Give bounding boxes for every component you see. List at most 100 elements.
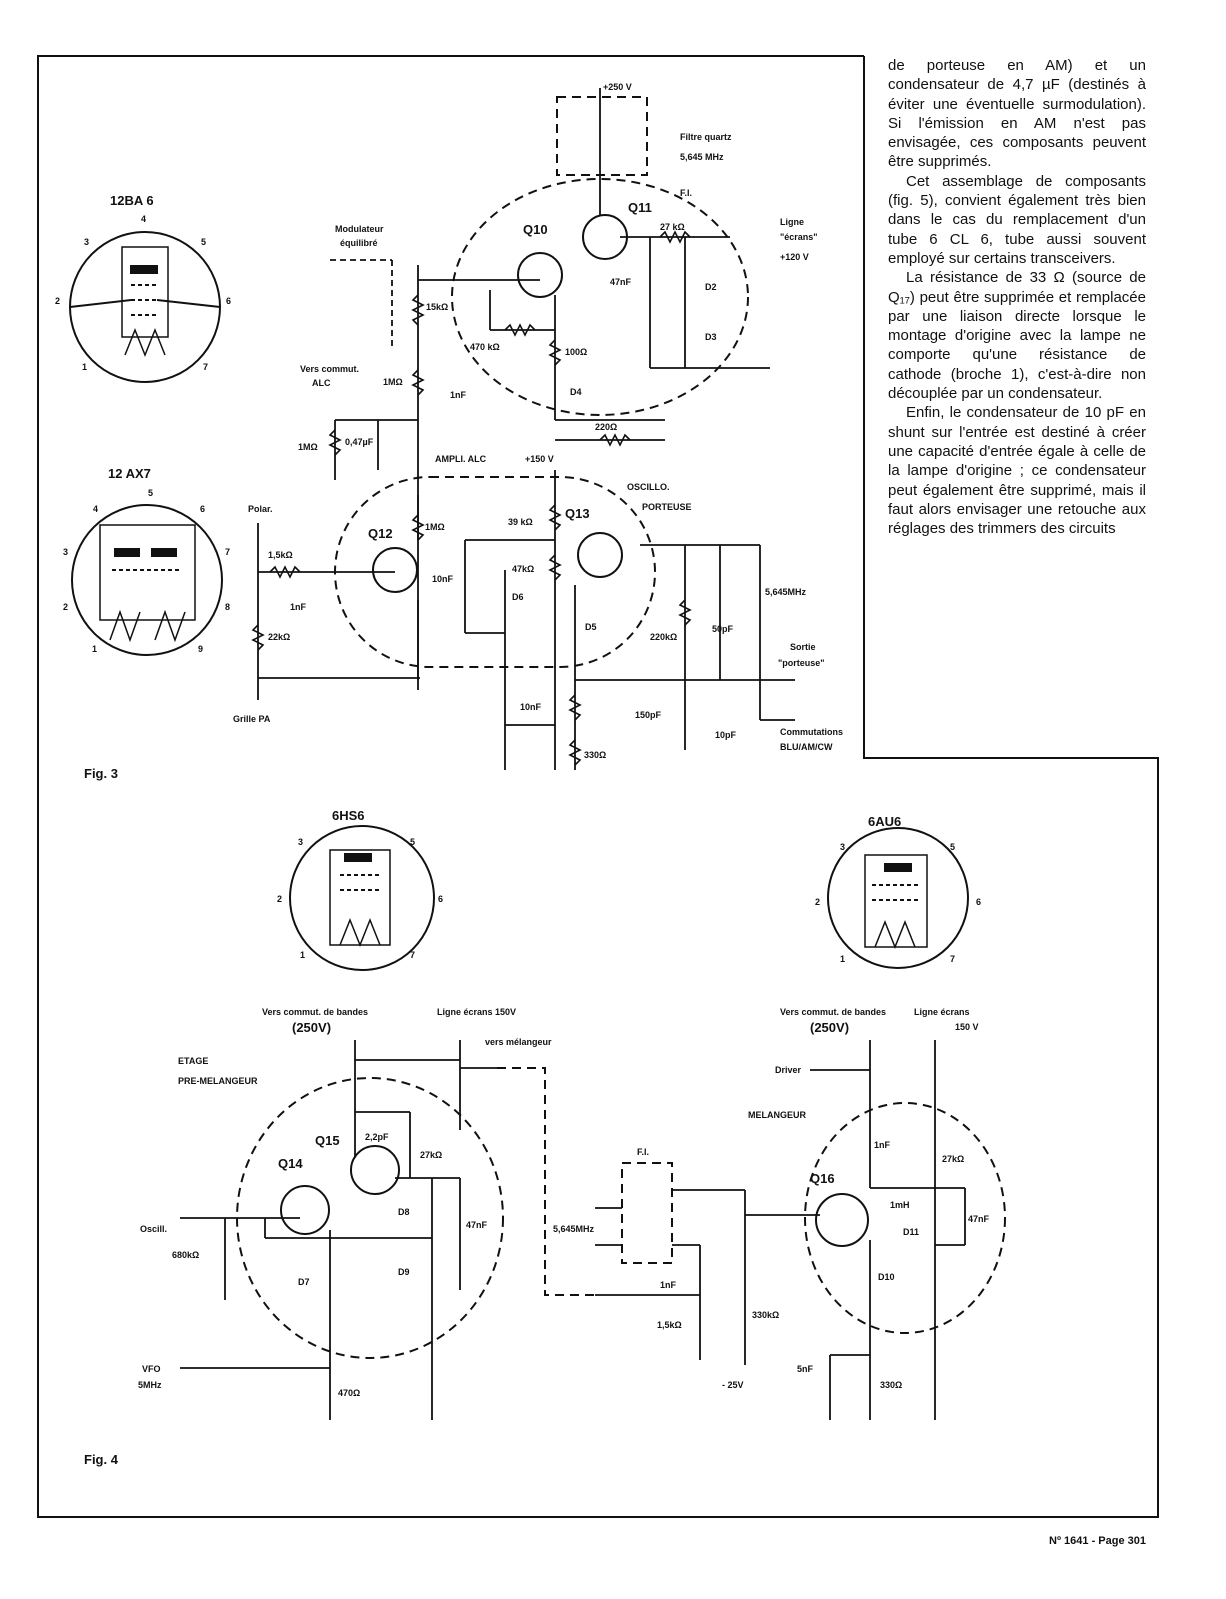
svg-text:ALC: ALC	[312, 378, 331, 388]
svg-text:Q11: Q11	[628, 200, 652, 215]
svg-text:D11: D11	[903, 1227, 919, 1237]
svg-text:Ligne écrans 150V: Ligne écrans 150V	[437, 1007, 516, 1017]
svg-text:+120 V: +120 V	[780, 252, 809, 262]
tube-6au6-label: 6AU6	[868, 814, 901, 829]
svg-text:2: 2	[277, 894, 282, 904]
filter-box	[556, 96, 648, 176]
svg-text:"porteuse": "porteuse"	[778, 658, 825, 668]
svg-text:Q15: Q15	[315, 1133, 340, 1148]
mixer-module	[804, 1102, 1006, 1334]
page-footer: Nº 1641 - Page 301	[1049, 1535, 1146, 1547]
svg-text:50pF: 50pF	[712, 624, 734, 634]
article-paragraph: Enfin, le condensateur de 10 pF en shunt…	[888, 404, 1146, 538]
svg-text:1MΩ: 1MΩ	[425, 522, 445, 532]
svg-text:39 kΩ: 39 kΩ	[508, 517, 533, 527]
svg-text:(250V): (250V)	[810, 1020, 849, 1035]
svg-text:F.I.: F.I.	[680, 188, 692, 198]
svg-text:1: 1	[92, 644, 97, 654]
svg-text:OSCILLO.: OSCILLO.	[627, 482, 670, 492]
tube-12ax7-label: 12 AX7	[108, 466, 151, 481]
svg-text:47nF: 47nF	[466, 1220, 488, 1230]
svg-text:2: 2	[63, 602, 68, 612]
svg-text:220Ω: 220Ω	[595, 422, 617, 432]
svg-text:D4: D4	[570, 387, 582, 397]
svg-text:Polar.: Polar.	[248, 504, 273, 514]
svg-text:470Ω: 470Ω	[338, 1388, 360, 1398]
svg-text:10pF: 10pF	[715, 730, 737, 740]
svg-text:Modulateur: Modulateur	[335, 224, 384, 234]
svg-text:1MΩ: 1MΩ	[298, 442, 318, 452]
svg-text:9: 9	[198, 644, 203, 654]
svg-text:100Ω: 100Ω	[565, 347, 587, 357]
svg-text:Ligne écrans: Ligne écrans	[914, 1007, 970, 1017]
svg-text:47nF: 47nF	[968, 1214, 990, 1224]
article-paragraph: Cet assemblage de composants (fig. 5), c…	[888, 172, 1146, 267]
svg-text:Q13: Q13	[565, 506, 590, 521]
svg-text:27kΩ: 27kΩ	[942, 1154, 964, 1164]
svg-text:15kΩ: 15kΩ	[426, 302, 448, 312]
svg-text:5,645MHz: 5,645MHz	[553, 1224, 595, 1234]
q10-q11-module	[451, 178, 749, 416]
svg-text:Q16: Q16	[810, 1171, 835, 1186]
svg-text:Q14: Q14	[278, 1156, 303, 1171]
svg-text:Ligne: Ligne	[780, 217, 804, 227]
svg-text:1: 1	[300, 950, 305, 960]
svg-text:1nF: 1nF	[450, 390, 467, 400]
svg-text:6: 6	[226, 296, 231, 306]
svg-text:1nF: 1nF	[874, 1140, 891, 1150]
svg-text:+150 V: +150 V	[525, 454, 554, 464]
svg-text:"écrans": "écrans"	[780, 232, 818, 242]
svg-text:BLU/AM/CW: BLU/AM/CW	[780, 742, 833, 752]
article-paragraph: La résistance de 33 Ω (source de Q₁₇) pe…	[888, 269, 1146, 403]
tube-12ax7	[71, 504, 223, 656]
svg-text:D2: D2	[705, 282, 717, 292]
svg-text:ETAGE: ETAGE	[178, 1056, 208, 1066]
svg-text:7: 7	[950, 954, 955, 964]
svg-text:5MHz: 5MHz	[138, 1380, 162, 1390]
svg-text:10nF: 10nF	[520, 702, 542, 712]
svg-text:Vers commut. de bandes: Vers commut. de bandes	[780, 1007, 886, 1017]
svg-text:3: 3	[840, 842, 845, 852]
q10-symbol	[517, 252, 563, 298]
svg-text:6: 6	[200, 504, 205, 514]
q11-symbol	[582, 214, 628, 260]
svg-text:Driver: Driver	[775, 1065, 802, 1075]
svg-text:D5: D5	[585, 622, 597, 632]
svg-text:Vers commut.: Vers commut.	[300, 364, 359, 374]
svg-text:5nF: 5nF	[797, 1364, 814, 1374]
svg-text:8: 8	[225, 602, 230, 612]
svg-text:D10: D10	[878, 1272, 895, 1282]
svg-text:150 V: 150 V	[955, 1022, 979, 1032]
tube-6au6	[827, 827, 969, 969]
svg-text:1nF: 1nF	[290, 602, 307, 612]
tube-12ba6-label: 12BA 6	[110, 193, 154, 208]
svg-text:7: 7	[410, 950, 415, 960]
svg-text:1mH: 1mH	[890, 1200, 910, 1210]
svg-text:D6: D6	[512, 592, 524, 602]
svg-text:Sortie: Sortie	[790, 642, 816, 652]
svg-text:Q10: Q10	[523, 222, 548, 237]
svg-text:5,645MHz: 5,645MHz	[765, 587, 807, 597]
q16-symbol	[815, 1193, 869, 1247]
svg-text:D9: D9	[398, 1267, 410, 1277]
svg-text:1: 1	[82, 362, 87, 372]
q12-symbol	[372, 547, 418, 593]
figure-frame	[37, 55, 1159, 1518]
svg-text:10nF: 10nF	[432, 574, 454, 584]
svg-text:150pF: 150pF	[635, 710, 662, 720]
svg-text:2: 2	[55, 296, 60, 306]
svg-text:2,2pF: 2,2pF	[365, 1132, 389, 1142]
tube-12ba6	[69, 231, 221, 383]
article-text-column: de porteuse en AM) et un condensateur de…	[888, 56, 1146, 538]
tube-6hs6	[289, 825, 435, 971]
svg-text:(250V): (250V)	[292, 1020, 331, 1035]
svg-text:1: 1	[840, 954, 845, 964]
q15-symbol	[350, 1145, 400, 1195]
svg-text:7: 7	[203, 362, 208, 372]
tube-6hs6-label: 6HS6	[332, 808, 365, 823]
fig3-caption: Fig. 3	[84, 766, 118, 781]
svg-text:2: 2	[815, 897, 820, 907]
svg-text:MELANGEUR: MELANGEUR	[748, 1110, 806, 1120]
svg-text:Grille PA: Grille PA	[233, 714, 271, 724]
